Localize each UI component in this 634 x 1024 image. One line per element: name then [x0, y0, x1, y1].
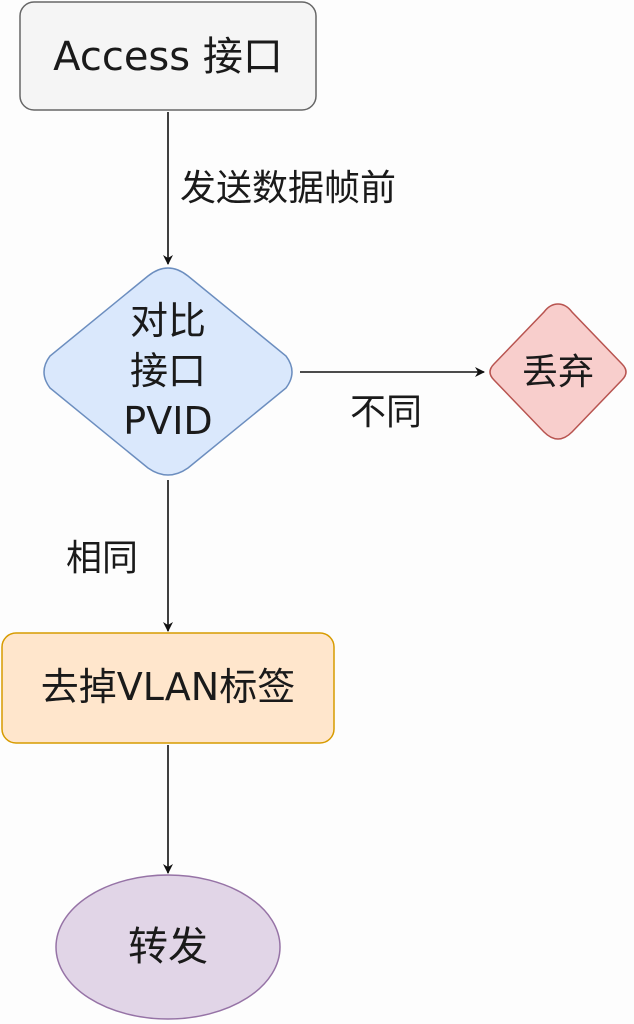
compare-line-1: 对比 [129, 299, 206, 343]
compare-pvid-label: 对比 接口 PVID [68, 296, 268, 446]
access-interface-label: Access 接口 [53, 34, 283, 80]
edge-label-same: 相同 [66, 538, 139, 579]
forward-label: 转发 [128, 924, 208, 970]
node-discard[interactable] [489, 303, 627, 440]
node-access-interface[interactable] [19, 1, 317, 111]
compare-line-2: 接口 [129, 349, 206, 393]
discard-label: 丢弃 [521, 352, 594, 393]
edge-label-different: 不同 [350, 392, 423, 433]
node-compare-pvid[interactable] [43, 267, 293, 476]
strip-vlan-tag-label: 去掉VLAN标签 [40, 665, 296, 709]
compare-line-3: PVID [123, 399, 213, 443]
edge-label-before-send: 发送数据帧前 [180, 168, 397, 209]
node-strip-vlan-tag[interactable] [1, 632, 335, 744]
node-forward[interactable] [55, 874, 281, 1020]
